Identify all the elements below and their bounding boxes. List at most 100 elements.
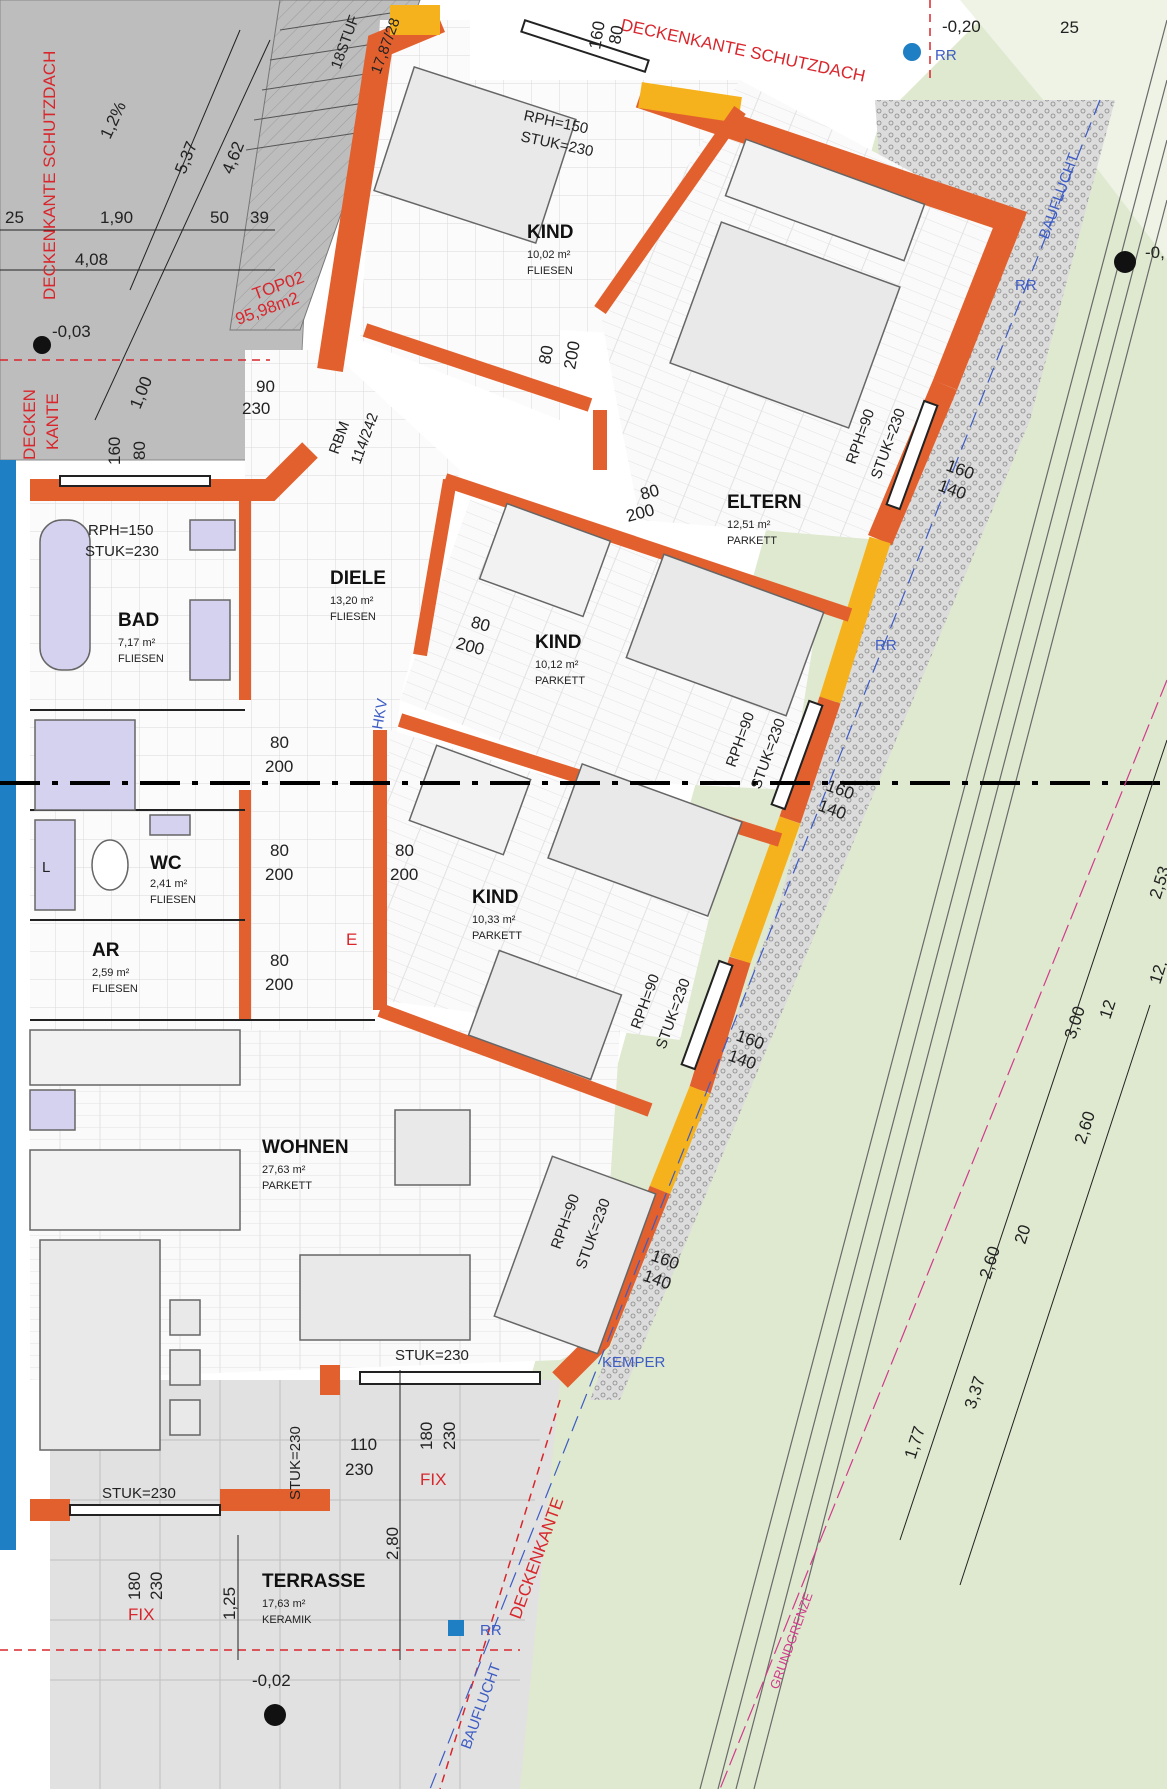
gravel-strip — [590, 100, 1115, 1400]
dimension-lines — [0, 29, 1167, 1660]
dim-80-wc: 80 — [270, 841, 289, 860]
room-area-kind-middle: 10,12 m² — [535, 659, 579, 671]
dim-4-08: 4,08 — [75, 250, 108, 269]
dim-1-25: 1,25 — [220, 1587, 239, 1620]
dim-160-top: 160 — [585, 19, 609, 50]
rr-terrace: RR — [480, 1622, 502, 1639]
room-area-ar: 2,59 m² — [92, 967, 130, 979]
dim-200-kind-north: 200 — [560, 339, 584, 370]
dim-230-door: 230 — [345, 1460, 373, 1479]
dim-25-left: 25 — [5, 208, 24, 227]
interior-floors — [30, 20, 1020, 1789]
room-name-wohnen: WOHNEN — [262, 1137, 349, 1158]
rr-right: RR — [1015, 277, 1037, 294]
dim-200-bad: 200 — [265, 757, 293, 776]
dim-200-kind-south: 200 — [390, 865, 418, 884]
dim-39: 39 — [250, 208, 269, 227]
e-label: E — [346, 930, 357, 949]
rr-top: RR — [935, 47, 957, 64]
dim-80-ar: 80 — [270, 951, 289, 970]
room-floor-kind-south: PARKETT — [472, 930, 522, 942]
room-floor-eltern: PARKETT — [727, 535, 777, 547]
room-name-kind-south: KIND — [472, 887, 518, 908]
stuk-wohnen-bottom: STUK=230 — [102, 1485, 176, 1502]
grundgrenze-line — [719, 679, 1167, 1789]
dim-50: 50 — [210, 208, 229, 227]
room-name-eltern: ELTERN — [727, 492, 802, 513]
room-floor-terrasse: KERAMIK — [262, 1614, 312, 1626]
decken-label: DECKEN — [20, 389, 39, 460]
level-terrace: -0,02 — [252, 1671, 291, 1690]
room-name-kind-middle: KIND — [535, 632, 581, 653]
stuk-wohnen-vertical: STUK=230 — [287, 1426, 304, 1500]
dim-80-kind-middle: 80 — [469, 613, 492, 636]
dim-110: 110 — [350, 1435, 377, 1454]
dim-180-door: 180 — [417, 1422, 436, 1450]
room-name-terrasse: TERRASSE — [262, 1571, 365, 1592]
drain-icon-terrace — [448, 1620, 464, 1636]
dim-1-90: 1,90 — [100, 208, 133, 227]
level-top: -0,20 — [942, 17, 981, 36]
dim-80-stair: 80 — [130, 441, 149, 460]
room-floor-diele: FLIESEN — [330, 611, 376, 623]
dim-80-bad: 80 — [270, 733, 289, 752]
stuk-wohnen-top: STUK=230 — [395, 1347, 469, 1364]
room-name-kind-north: KIND — [527, 222, 573, 243]
level-symbols — [33, 43, 1136, 1726]
room-floor-wohnen: PARKETT — [262, 1180, 312, 1192]
deckenkante-schutzdach-left: DECKENKANTE SCHUTZDACH — [40, 51, 59, 300]
level-symbol-left — [33, 336, 51, 354]
dim-200-wc: 200 — [265, 865, 293, 884]
drain-icon-top — [903, 43, 921, 61]
room-name-ar: AR — [92, 940, 120, 961]
room-floor-kind-middle: PARKETT — [535, 675, 585, 687]
kemper-label: KEMPER — [602, 1354, 666, 1371]
fix-terrace: FIX — [128, 1605, 154, 1624]
room-floor-kind-north: FLIESEN — [527, 265, 573, 277]
kante-label: KANTE — [43, 393, 62, 450]
bauflucht-line — [429, 99, 1101, 1789]
dim-20: 20 — [1011, 1222, 1035, 1246]
dim-80-kind-south: 80 — [395, 841, 414, 860]
dim-12-right: 12, — [1146, 958, 1167, 986]
level-symbol-terrace — [264, 1704, 286, 1726]
room-floor-wc: FLIESEN — [150, 894, 196, 906]
room-name-bad: BAD — [118, 610, 159, 631]
dim-230-rbm: 230 — [242, 399, 270, 418]
rph-bad: RPH=150 — [88, 522, 153, 539]
room-floor-ar: FLIESEN — [92, 983, 138, 995]
exterior-walls — [30, 5, 1028, 1521]
dim-230-terrace: 230 — [147, 1572, 166, 1600]
dim-80-kind-north: 80 — [535, 344, 557, 366]
room-name-diele: DIELE — [330, 568, 386, 589]
dim-180-terrace: 180 — [125, 1572, 144, 1600]
level-right: -0, — [1145, 243, 1165, 262]
dim-80-eltern: 80 — [638, 481, 661, 504]
room-area-bad: 7,17 m² — [118, 637, 156, 649]
dim-200-ar: 200 — [265, 975, 293, 994]
dim-80-top: 80 — [605, 24, 627, 46]
dim-230-door-v: 230 — [440, 1422, 459, 1450]
room-name-wc: WC — [150, 853, 182, 874]
lot-lines — [699, 19, 1167, 1789]
l-label: L — [42, 859, 50, 876]
hkv-label: HKV — [369, 697, 391, 730]
room-area-wc: 2,41 m² — [150, 878, 188, 890]
room-area-kind-north: 10,02 m² — [527, 249, 571, 261]
dim-12: 12 — [1096, 997, 1120, 1021]
room-area-eltern: 12,51 m² — [727, 519, 771, 531]
furniture — [29, 65, 926, 1451]
room-area-terrasse: 17,63 m² — [262, 1598, 306, 1610]
room-floor-bad: FLIESEN — [118, 653, 164, 665]
dim-25-top: 25 — [1060, 18, 1079, 37]
level-symbol-right — [1114, 251, 1136, 273]
dim-90: 90 — [256, 377, 275, 396]
facade-blue-left — [0, 460, 16, 1550]
room-area-wohnen: 27,63 m² — [262, 1164, 306, 1176]
room-area-diele: 13,20 m² — [330, 595, 374, 607]
rr-middle: RR — [875, 637, 897, 654]
dim-2-80: 2,80 — [383, 1527, 402, 1560]
room-area-kind-south: 10,33 m² — [472, 914, 516, 926]
red-dashed-lines — [0, 0, 931, 1789]
